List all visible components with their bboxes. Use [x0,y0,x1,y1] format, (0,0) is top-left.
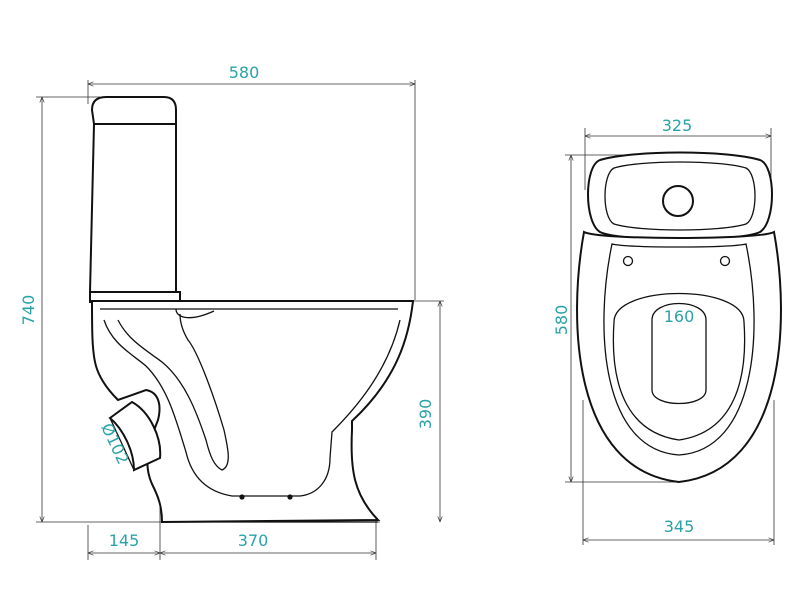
dim-bowl-height: 390 [416,399,435,430]
cistern-lid [90,96,177,125]
dim-bowl-width: 345 [664,517,695,536]
seat [603,243,755,456]
flush-button [662,185,694,217]
dim-seat-opening: 160 [664,307,695,326]
dim-overall-height: 740 [19,295,38,326]
hinge-hole-left [622,255,634,267]
bowl-inner-rim [175,308,215,319]
top-view: 325 580 160 345 [552,116,782,545]
dim-base-length: 370 [238,531,269,550]
bowl-opening [651,302,707,405]
dim-overall-width: 580 [229,63,260,82]
bowl-body [90,300,415,524]
seat-opening [612,292,746,441]
mounting-hole-1 [239,494,245,500]
mounting-hole-2 [287,494,293,500]
dim-tank-width: 325 [662,116,693,135]
cistern-tank [88,123,177,293]
bowl-top [576,230,782,484]
trapway [103,319,401,497]
tank-lid [604,161,756,231]
outlet-pipe [108,400,162,472]
hinge-hole-right [719,255,731,267]
dim-depth: 580 [552,305,571,336]
side-view: 580 740 390 145 370 Ø102 [19,63,444,560]
dim-outlet-offset: 145 [109,531,140,550]
trapway-inner [117,313,229,471]
